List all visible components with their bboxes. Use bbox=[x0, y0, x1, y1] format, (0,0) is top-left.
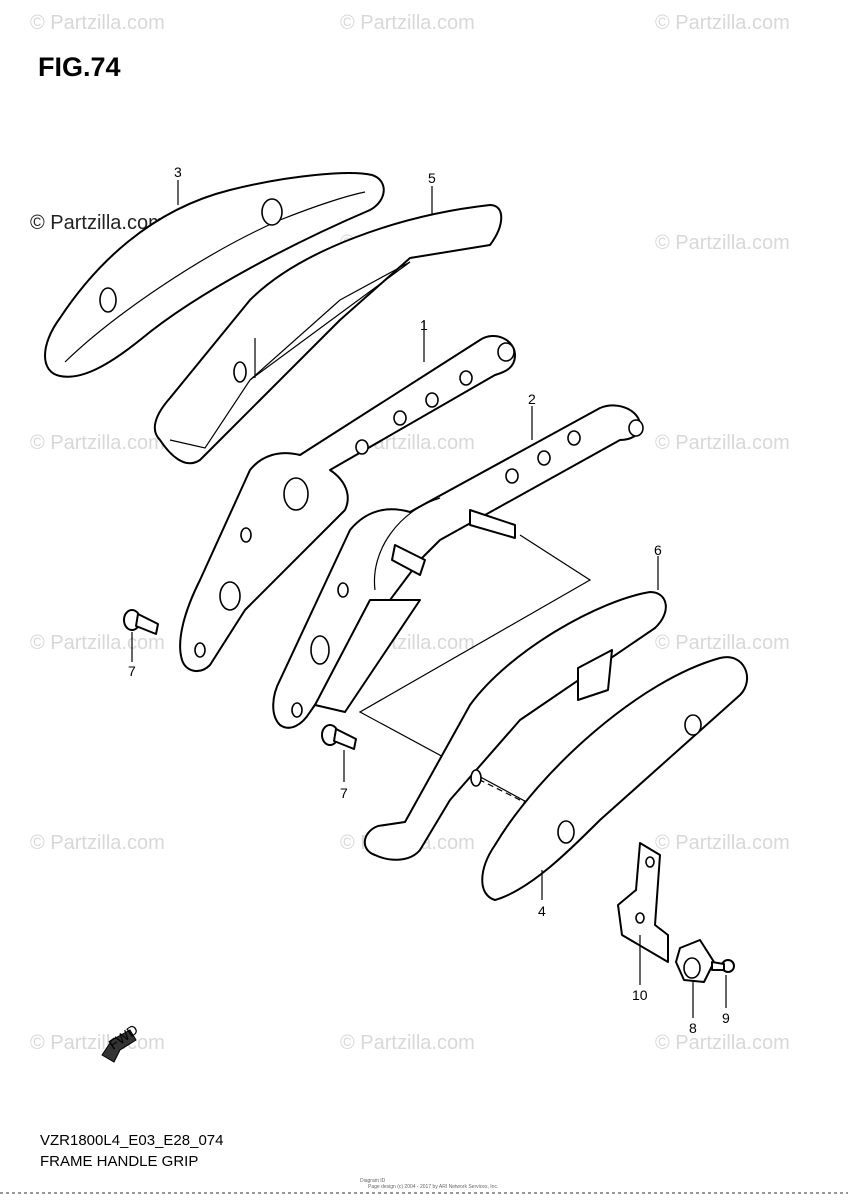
part-7-bolt bbox=[321, 724, 357, 750]
watermark: © Partzilla.com bbox=[340, 1032, 475, 1054]
diagram-description: FRAME HANDLE GRIP bbox=[40, 1153, 199, 1170]
watermark: © Partzilla.com bbox=[655, 832, 790, 854]
watermark: © Partzilla.com bbox=[30, 12, 165, 34]
watermark: © Partzilla.com bbox=[655, 632, 790, 654]
part-3-grip-cover bbox=[44, 172, 385, 378]
callout-9: 9 bbox=[722, 1010, 730, 1026]
part-4-lower-cover bbox=[481, 649, 749, 901]
watermark: © Partzilla.com bbox=[655, 1032, 790, 1054]
callout-7: 7 bbox=[340, 785, 348, 801]
watermark: © Partzilla.com bbox=[30, 632, 165, 654]
callout-5: 5 bbox=[428, 170, 436, 186]
page-edge bbox=[0, 1192, 848, 1194]
footer-id: Diagram ID bbox=[360, 1178, 386, 1184]
callout-8: 8 bbox=[689, 1020, 697, 1036]
figure-title: FIG.74 bbox=[38, 52, 121, 82]
part-2-bracket bbox=[272, 404, 644, 729]
fwd-arrow-icon: FWD bbox=[101, 1021, 141, 1063]
callout-7: 7 bbox=[128, 663, 136, 679]
callout-10: 10 bbox=[632, 987, 648, 1003]
part-9-screw bbox=[711, 959, 735, 973]
callout-3: 3 bbox=[174, 164, 182, 180]
part-7-bolt bbox=[123, 609, 159, 635]
watermark: © Partzilla.com bbox=[655, 232, 790, 254]
callout-1: 1 bbox=[420, 317, 428, 333]
footer-copyright: Page design (c) 2004 - 2017 by ARI Netwo… bbox=[368, 1184, 499, 1190]
part-1-bracket bbox=[179, 335, 516, 672]
callout-6: 6 bbox=[654, 542, 662, 558]
callout-4: 4 bbox=[538, 903, 546, 919]
watermark: © Partzilla.com bbox=[655, 12, 790, 34]
watermark: © Partzilla.com bbox=[30, 432, 165, 454]
callout-2: 2 bbox=[528, 391, 536, 407]
part-6-outer-cover bbox=[363, 591, 667, 861]
diagram-code: VZR1800L4_E03_E28_074 bbox=[40, 1132, 224, 1149]
watermark: © Partzilla.com bbox=[340, 12, 475, 34]
watermark-dark: © Partzilla.com bbox=[30, 212, 165, 234]
part-8-clamp bbox=[675, 939, 715, 983]
part-5-inner-grip bbox=[153, 204, 503, 465]
part-10-plate bbox=[617, 842, 669, 963]
watermark: © Partzilla.com bbox=[30, 832, 165, 854]
watermark: © Partzilla.com bbox=[655, 432, 790, 454]
